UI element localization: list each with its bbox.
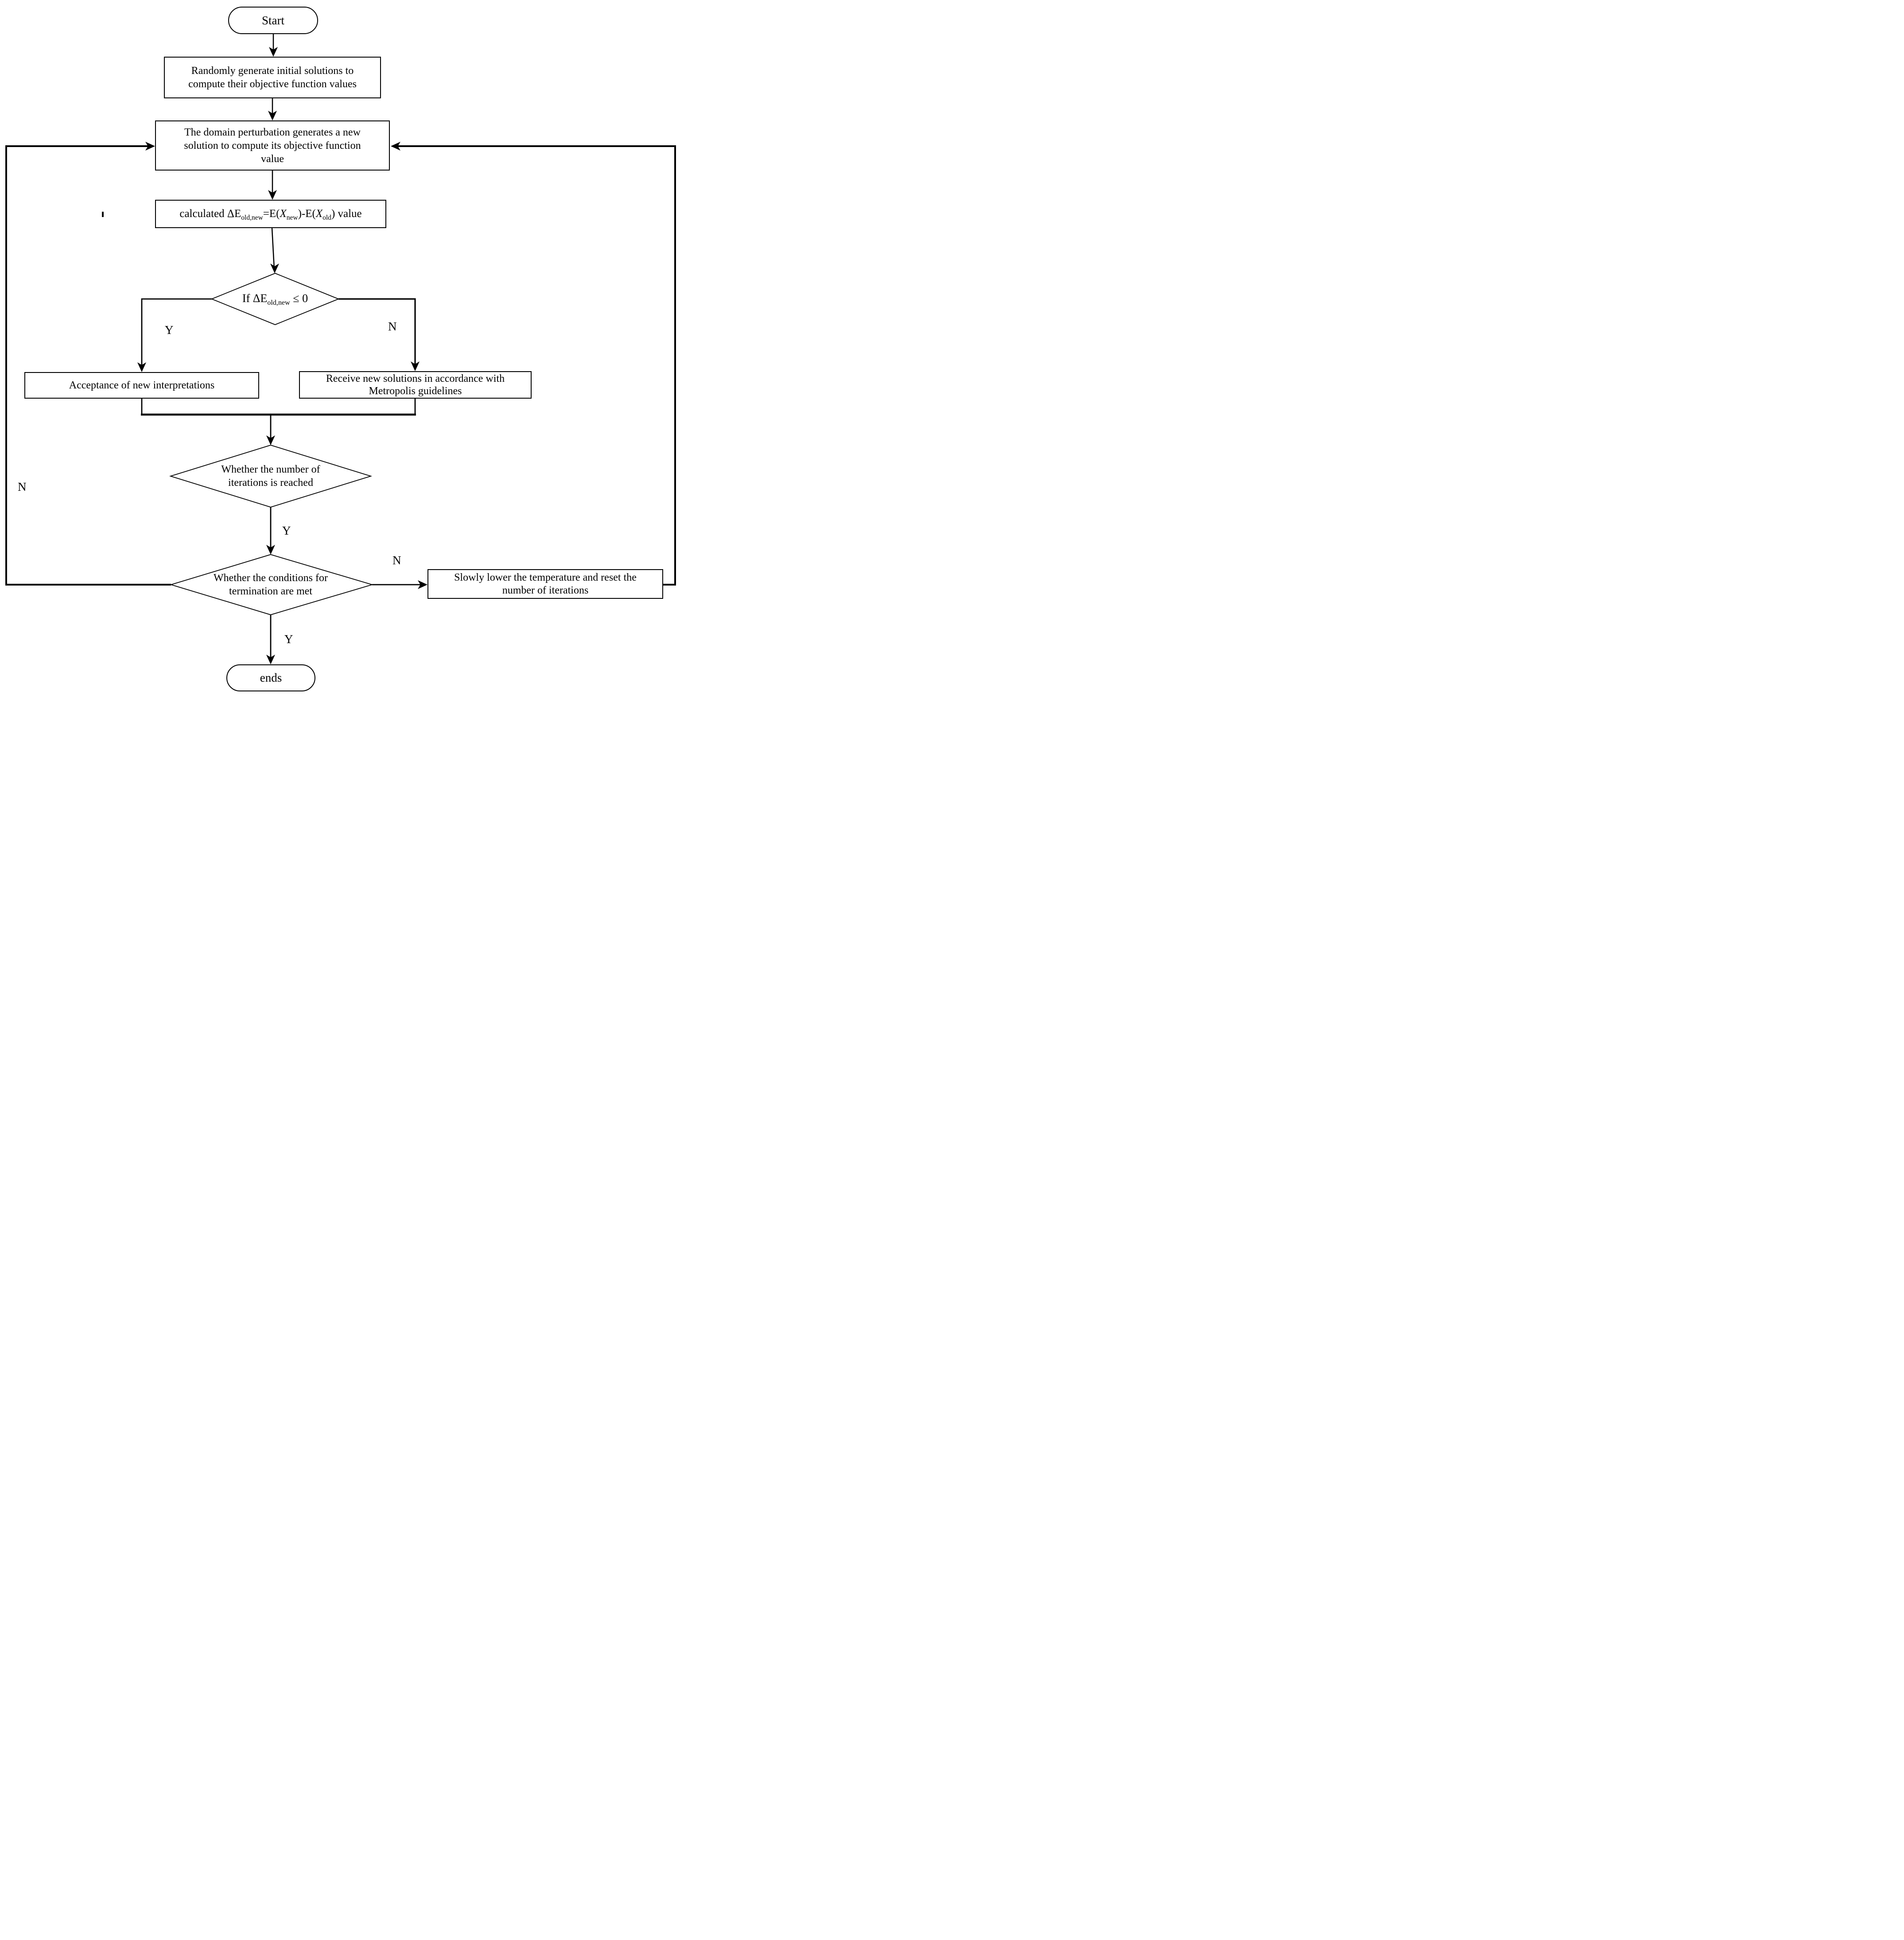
calc-delta-label: calculated ΔEold,new=E(Xnew)-E(Xold) val… [179,208,362,221]
delta-decision-label: If ΔEold,new ≤ 0 [242,292,308,307]
node-lower-temperature: Slowly lower the temperature and reset t… [427,569,663,599]
edge-delta-yes [141,298,212,369]
perturb-label: The domain perturbation generates a new … [184,126,361,165]
node-metropolis-accept: Receive new solutions in accordance with… [299,371,532,399]
cooldown-label: Slowly lower the temperature and reset t… [454,571,637,596]
termination-decision-label: Whether the conditions for termination a… [214,572,328,597]
arrowhead-termination-decision [266,545,275,555]
label-delta-no: N [388,320,397,333]
label-termination-yes: Y [284,632,293,646]
delta-decision-shape [210,273,340,325]
arrowhead-end [266,655,275,664]
end-label: ends [260,671,282,684]
arrowhead-calc [268,190,277,200]
arrowhead-accept [137,362,146,372]
start-label: Start [262,13,284,27]
generate-label: Randomly generate initial solutions to c… [188,65,357,90]
node-start: Start [228,7,318,34]
arrowhead-perturb [268,111,277,120]
edge-termination-perturb-loop [5,145,171,586]
node-domain-perturbation: The domain perturbation generates a new … [155,120,390,171]
arrowhead-perturb-right [391,142,400,151]
node-accept-new-interpretations: Acceptance of new interpretations [24,372,259,399]
flowchart-diagram: Start Randomly generate initial solution… [0,0,680,693]
iterations-decision-label: Whether the number of iterations is reac… [221,464,320,489]
arrowhead-delta-decision [270,264,279,273]
accept-label: Acceptance of new interpretations [69,380,215,391]
metropolis-label: Receive new solutions in accordance with… [326,373,505,397]
label-iterations-loop-no: N [18,480,27,493]
node-calculate-delta-e: calculated ΔEold,new=E(Xnew)-E(Xold) val… [155,200,386,228]
connector-layer [5,34,676,664]
arrowhead-generate [269,47,278,57]
label-iterations-yes: Y [282,524,291,537]
arrowhead-cooldown [418,580,427,589]
edge-delta-no [338,298,416,368]
edge-cooldown-perturb-loop [395,145,676,586]
node-generate-initial-solutions: Randomly generate initial solutions to c… [164,57,381,98]
node-end: ends [226,664,315,691]
label-termination-no: N [392,554,401,567]
arrowhead-metropolis [411,361,420,371]
arrowhead-perturb-left [145,142,155,151]
label-delta-yes: Y [165,323,174,337]
edge-calc-delta [271,228,275,269]
arrowhead-iterations-decision [266,435,275,445]
